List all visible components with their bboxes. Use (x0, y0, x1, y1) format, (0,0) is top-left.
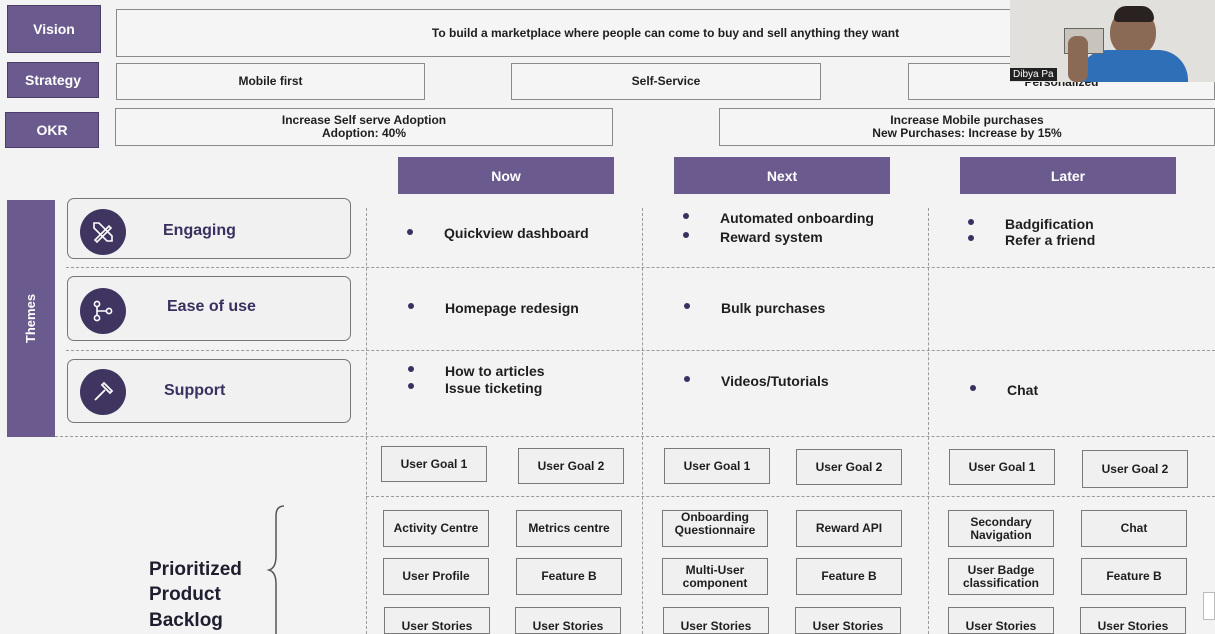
grid-row-divider (66, 350, 1215, 351)
video-call-tile[interactable]: Dibya Pa (1010, 0, 1215, 82)
grid-row-divider (55, 436, 1215, 437)
item-automated-onboarding: Automated onboarding (720, 210, 874, 226)
backlog-item: User Stories (515, 607, 621, 634)
column-next: Next (674, 157, 890, 194)
backlog-item: Multi-User component (662, 558, 768, 595)
grid-divider-next (642, 208, 643, 634)
okr-mobile-metric: New Purchases: Increase by 15% (872, 126, 1062, 140)
backlog-item: Onboarding Questionnaire (662, 510, 768, 547)
bullet-dot (968, 219, 974, 225)
backlog-item: Feature B (516, 558, 622, 595)
grid-row-divider (366, 496, 1215, 497)
participant-name-tag: Dibya Pa (1010, 68, 1057, 81)
backlog-item: Chat (1081, 510, 1187, 547)
bullet-dot (684, 376, 690, 382)
backlog-item: Feature B (796, 558, 902, 595)
bullet-dot (408, 366, 414, 372)
item-badgification: Badgification (1005, 216, 1094, 232)
backlog-title-line3: Backlog (149, 610, 223, 631)
okr-self-serve-title: Increase Self serve Adoption (281, 113, 447, 127)
theme-card-support: Support (67, 359, 351, 423)
item-videos-tutorials: Videos/Tutorials (721, 373, 829, 389)
item-quickview-dashboard: Quickview dashboard (444, 225, 589, 241)
item-issue-ticketing: Issue ticketing (445, 380, 543, 396)
user-goal-box: User Goal 1 (381, 446, 487, 482)
scroll-edge-tab[interactable] (1203, 592, 1215, 620)
hammer-icon (80, 369, 126, 415)
themes-label-wrap: Themes (7, 200, 55, 437)
grid-row-divider (66, 267, 1215, 268)
bullet-dot (970, 385, 976, 391)
pencil-ruler-icon (80, 209, 126, 255)
participant-hand (1068, 36, 1088, 82)
theme-name-ease-of-use: Ease of use (167, 298, 256, 315)
okr-mobile-title: Increase Mobile purchases (890, 113, 1044, 127)
theme-name-support: Support (164, 382, 226, 399)
bullet-dot (407, 229, 413, 235)
backlog-item: User Stories (948, 607, 1054, 634)
item-bulk-purchases: Bulk purchases (721, 300, 826, 316)
strategy-label: Strategy (7, 62, 99, 98)
item-reward-system: Reward system (720, 229, 823, 245)
theme-card-engaging: Engaging (67, 198, 351, 259)
backlog-item: User Stories (795, 607, 901, 634)
participant-hair (1114, 6, 1154, 22)
user-goal-box: User Goal 1 (664, 448, 770, 484)
bullet-dot (408, 303, 414, 309)
backlog-title-line2: Product (149, 584, 221, 605)
bullet-dot (683, 213, 689, 219)
backlog-item: User Stories (663, 607, 769, 634)
backlog-item: Secondary Navigation (948, 510, 1054, 547)
strategy-mobile-first: Mobile first (116, 63, 425, 100)
themes-label: Themes (23, 293, 39, 344)
okr-self-serve-metric: Adoption: 40% (322, 126, 406, 140)
strategy-self-service: Self-Service (511, 63, 821, 100)
column-now: Now (398, 157, 614, 194)
flow-branch-icon (80, 288, 126, 334)
backlog-item: Metrics centre (516, 510, 622, 547)
bullet-dot (683, 232, 689, 238)
user-goal-box: User Goal 2 (796, 449, 902, 485)
bullet-dot (684, 303, 690, 309)
okr-label: OKR (5, 112, 99, 148)
okr-self-serve: Increase Self serve Adoption Adoption: 4… (115, 108, 613, 146)
item-chat: Chat (1007, 382, 1039, 398)
grid-divider-now (366, 208, 367, 634)
backlog-title-line1: Prioritized (149, 559, 242, 580)
item-how-to-articles: How to articles (445, 363, 545, 379)
backlog-item: Feature B (1081, 558, 1187, 595)
bullet-dot (408, 383, 414, 389)
theme-card-ease-of-use: Ease of use (67, 276, 351, 341)
okr-mobile-purchases: Increase Mobile purchases New Purchases:… (719, 108, 1215, 146)
themes-sidebar (7, 200, 55, 437)
backlog-item: Activity Centre (383, 510, 489, 547)
item-refer-a-friend: Refer a friend (1005, 232, 1096, 248)
bullet-dot (968, 235, 974, 241)
column-later: Later (960, 157, 1176, 194)
backlog-item: User Stories (384, 607, 490, 634)
participant-shirt (1078, 50, 1188, 82)
curly-brace (266, 505, 285, 634)
vision-label: Vision (7, 5, 101, 53)
grid-divider-later (928, 208, 929, 634)
theme-name-engaging: Engaging (163, 222, 236, 239)
user-goal-box: User Goal 2 (1082, 450, 1188, 488)
backlog-item: User Stories (1080, 607, 1186, 634)
backlog-item: User Badge classification (948, 558, 1054, 595)
user-goal-box: User Goal 1 (949, 449, 1055, 485)
user-goal-box: User Goal 2 (518, 448, 624, 484)
item-homepage-redesign: Homepage redesign (445, 300, 579, 316)
backlog-item: Reward API (796, 510, 902, 547)
backlog-item: User Profile (383, 558, 489, 595)
